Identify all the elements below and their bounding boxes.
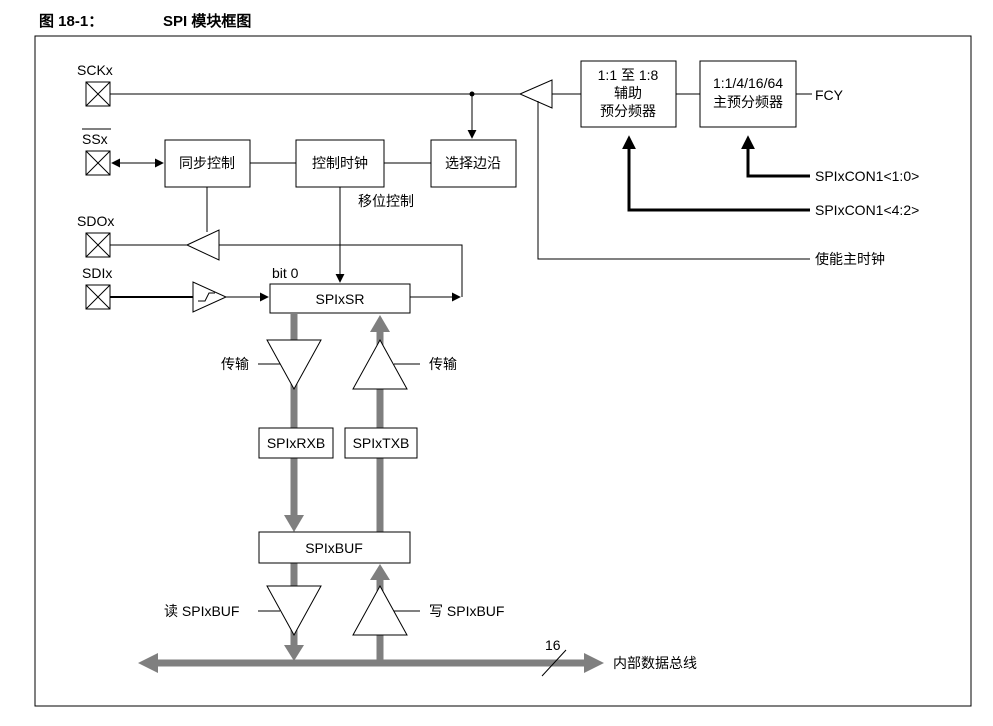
spixtxb-label: SPIxTXB bbox=[353, 435, 410, 451]
figure-number: 图 18-1： bbox=[39, 13, 104, 30]
primary-prescaler-ratio: 1:1/4/16/64 bbox=[713, 75, 783, 91]
transmit-transfer-buffer-icon bbox=[352, 338, 408, 390]
ss-pin-icon bbox=[85, 150, 111, 176]
spixsr-box bbox=[269, 283, 411, 314]
sck-buffer-icon bbox=[518, 79, 553, 109]
buf-write-arrow-icon bbox=[370, 564, 390, 580]
sync-control-box bbox=[164, 139, 251, 188]
transfer-left-label: 传输 bbox=[221, 356, 249, 372]
transfer-right-label: 传输 bbox=[429, 356, 457, 372]
secondary-prescaler-ratio: 1:1 至 1:8 bbox=[598, 67, 659, 83]
write-buffer-icon bbox=[352, 584, 408, 636]
receive-transfer-buffer-icon bbox=[266, 339, 322, 391]
spixcon1-high-label: SPIxCON1<4:2> bbox=[815, 202, 919, 218]
bus-left-arrow-icon bbox=[138, 653, 158, 673]
sdi-pin-icon bbox=[85, 284, 111, 310]
bus-read-arrow-icon bbox=[284, 645, 304, 661]
secondary-prescaler-box bbox=[580, 60, 677, 128]
clock-control-label: 控制时钟 bbox=[312, 155, 368, 171]
bus-right-arrow-icon bbox=[584, 653, 604, 673]
sdo-pin-icon bbox=[85, 232, 111, 258]
sdo-buffer-icon bbox=[185, 229, 220, 261]
secondary-prescaler-name: 预分频器 bbox=[600, 103, 656, 119]
figure-frame bbox=[34, 35, 972, 707]
figure-title: SPI 模块框图 bbox=[163, 13, 252, 30]
master-clock-enable-label: 使能主时钟 bbox=[815, 251, 885, 267]
edge-select-label: 选择边沿 bbox=[445, 155, 501, 171]
spixrxb-label: SPIxRXB bbox=[267, 435, 325, 451]
spixcon1-low-path bbox=[741, 135, 810, 178]
sdi-label: SDIx bbox=[82, 265, 112, 281]
edge-select-box bbox=[430, 139, 517, 188]
clock-control-box bbox=[295, 139, 385, 188]
spixcon1-high-path bbox=[622, 135, 810, 212]
primary-prescaler-box bbox=[699, 60, 797, 128]
spixbuf-label: SPIxBUF bbox=[305, 540, 363, 556]
sync-control-label: 同步控制 bbox=[179, 155, 235, 171]
rxb-buf-arrow-icon bbox=[284, 515, 304, 532]
sdo-label: SDOx bbox=[77, 213, 114, 229]
spixtxb-box bbox=[344, 427, 418, 459]
sdi-schmitt-buffer-icon bbox=[192, 281, 228, 313]
write-buf-label: 写 SPIxBUF bbox=[429, 603, 504, 619]
sck-pin-icon bbox=[85, 81, 111, 107]
bit0-label: bit 0 bbox=[272, 265, 299, 281]
spixbuf-box bbox=[258, 531, 411, 564]
bus-width-label: 16 bbox=[545, 637, 561, 653]
spixcon1-low-label: SPIxCON1<1:0> bbox=[815, 168, 919, 184]
sck-label: SCKx bbox=[77, 62, 113, 78]
ss-label: SSx bbox=[82, 131, 108, 147]
spixrxb-box bbox=[258, 427, 334, 459]
secondary-prescaler-type: 辅助 bbox=[614, 85, 642, 101]
read-buffer-icon bbox=[266, 585, 322, 637]
read-buf-label: 读 SPIxBUF bbox=[164, 603, 239, 619]
bus-width-slash bbox=[541, 649, 567, 677]
master-clock-enable-line bbox=[537, 101, 810, 260]
shift-control-label: 移位控制 bbox=[358, 193, 414, 209]
internal-bus-label: 内部数据总线 bbox=[613, 655, 697, 671]
primary-prescaler-name: 主预分频器 bbox=[713, 94, 783, 110]
spixsr-label: SPIxSR bbox=[315, 291, 364, 307]
sr-to-sdo-line bbox=[219, 244, 463, 297]
schmitt-trigger-icon bbox=[198, 292, 215, 302]
txb-sr-arrow-icon bbox=[370, 315, 390, 332]
fcy-label: FCY bbox=[815, 87, 844, 103]
